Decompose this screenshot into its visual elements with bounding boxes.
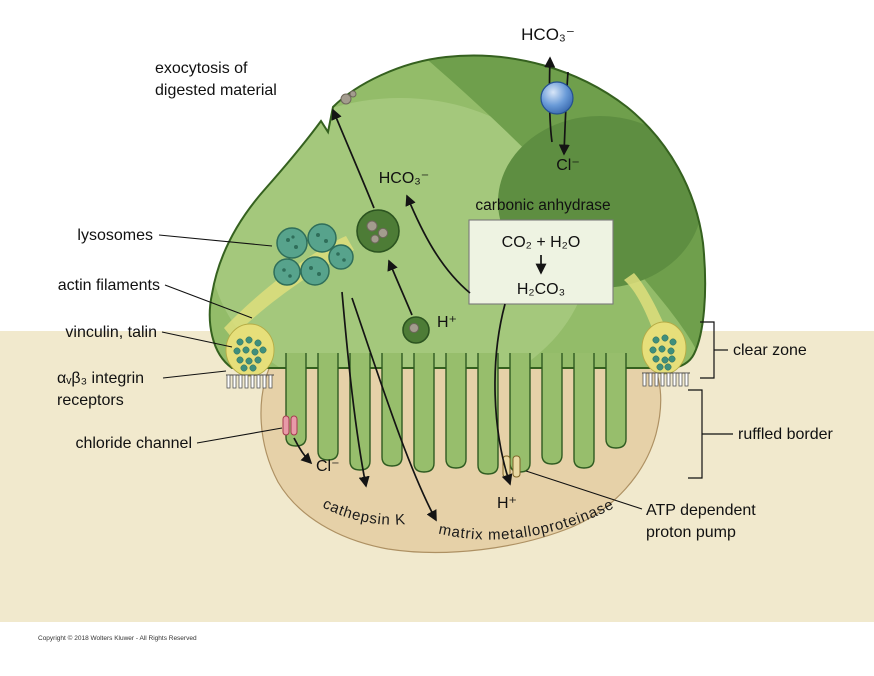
exocytosis-label-line2: digested material (155, 82, 277, 99)
ruffled-border-finger (445, 353, 467, 469)
ruffled-border-finger (413, 353, 435, 473)
atp-label-line2: proton pump (646, 524, 736, 541)
lysosome-speckles (282, 233, 346, 278)
clear-zone-label: clear zone (733, 342, 807, 359)
integrin-label-line1: αᵥβ₃ integrin (57, 370, 144, 387)
exocytosis-label-line1: exocytosis of (155, 60, 248, 77)
vesicle-fusion-arrow (387, 259, 413, 316)
ruffled-border-finger (573, 353, 595, 469)
ruffled-border (285, 353, 627, 475)
ruffled-border-finger (541, 353, 563, 465)
h2co3-label: H₂CO₃ (517, 281, 565, 298)
exocytosed-particle (340, 90, 357, 105)
vinculin-talin-dots-right (649, 334, 677, 371)
exocytosis-arrow (331, 108, 375, 209)
ruffled-border-finger (477, 353, 499, 475)
chloride-export-arrow (293, 437, 313, 465)
carbonic-anhydrase-label: carbonic anhydrase (475, 197, 610, 214)
h-bottom-label: H⁺ (497, 495, 517, 512)
hco3-top-label: HCO₃⁻ (521, 25, 575, 44)
ruffled-border-finger (381, 353, 403, 467)
clear-zone-left (225, 323, 275, 377)
atp-pump-pointer (525, 470, 643, 510)
cathepsin-secretion-arrow (341, 291, 370, 488)
lysosomes-label: lysosomes (77, 227, 153, 244)
chloride-pointer (196, 427, 283, 444)
proton-export-arrow (494, 303, 513, 486)
copyright-text: Copyright © 2018 Wolters Kluwer - All Ri… (38, 634, 197, 642)
vinculin-pointer (161, 331, 233, 348)
cl-top-label: Cl⁻ (556, 157, 580, 174)
cell-front-highlight (210, 98, 590, 369)
chloride-channel-label: chloride channel (75, 435, 192, 452)
cl-import-arrow (558, 71, 570, 156)
lysosomes (273, 223, 354, 286)
clear-zone-right (641, 321, 687, 375)
vinculin-talin-label: vinculin, talin (65, 324, 157, 341)
actin-filament-band-right (624, 273, 663, 328)
vesicle-small (402, 316, 430, 344)
hco3-production-arrow (405, 194, 471, 294)
vesicle-large (356, 209, 400, 253)
lysosome (273, 258, 301, 286)
integrin-pointer (162, 370, 227, 379)
h-inner-label: H⁺ (437, 314, 457, 331)
lysosome (300, 256, 330, 286)
atp-label-line1: ATP dependent (646, 502, 756, 519)
actin-pointer (164, 284, 253, 319)
chloride-channel (282, 415, 298, 436)
integrin-label-line2: receptors (57, 392, 124, 409)
integrin-receptors-right (642, 372, 690, 387)
co2-h2o-label: CO₂ + H₂O (502, 234, 581, 251)
mmp-secretion-arrow (351, 297, 437, 522)
lysosome (276, 227, 308, 259)
ruffled-border-finger (317, 353, 339, 461)
actin-filaments-label: actin filaments (58, 277, 160, 294)
lysosome (328, 244, 354, 270)
ruffled-border-finger (605, 353, 627, 449)
anion-exchanger-sphere (540, 81, 574, 115)
vinculin-talin-dots-left (233, 336, 267, 372)
lysosomes-pointer (158, 234, 273, 247)
ruffled-border-finger (509, 353, 531, 473)
ruffled-border-finger (349, 353, 371, 471)
lysosome (307, 223, 337, 253)
proton-pump (502, 455, 521, 478)
cl-bottom-label: Cl⁻ (316, 458, 340, 475)
hco3-inner-label: HCO₃⁻ (379, 170, 430, 187)
integrin-receptors-left (226, 374, 274, 389)
ruffled-border-label: ruffled border (738, 426, 834, 443)
